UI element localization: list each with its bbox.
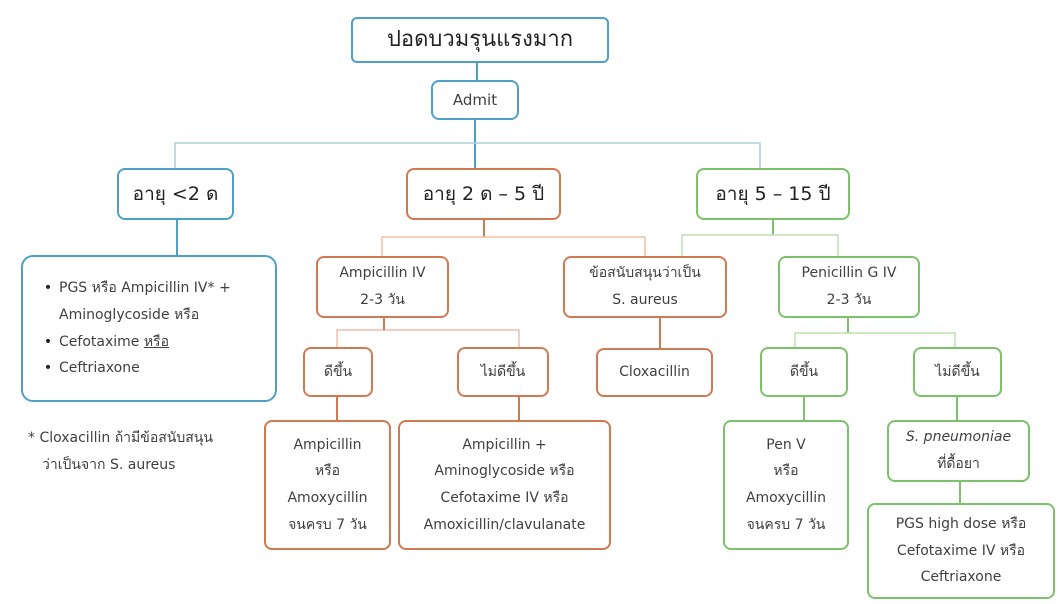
node-pgs-high-dose: PGS high dose หรือ Cefotaxime IV หรือ Ce… — [867, 503, 1055, 599]
node-better-1: ดีขึ้น — [303, 347, 373, 397]
node-pen-v-line-3: Amoxycillin — [745, 490, 827, 506]
node-amp-combo-line-1: Ampicillin + — [462, 436, 547, 453]
node-s-pneumoniae-resistant: S. pneumoniae ที่ดื้อยา — [887, 420, 1030, 482]
node-root-text: ปอดบวมรุนแรงมาก — [386, 27, 574, 53]
regimen-item-1: PGS หรือ Ampicillin IV* + — [37, 275, 231, 302]
connector-age-5-15-branch — [681, 234, 839, 256]
connector-ampicillin-branch — [336, 329, 520, 347]
node-s-pneumoniae-italic: S. pneumoniae — [905, 429, 1012, 446]
node-staph-evidence: ข้อสนับสนุนว่าเป็น S. aureus — [563, 256, 727, 318]
footnote-line-1: * Cloxacillin ถ้ามีข้อสนับสนุน — [28, 430, 213, 446]
node-age-5-15: อายุ 5 – 15 ปี — [696, 168, 850, 220]
node-amp-combo: Ampicillin + Aminoglycoside หรือ Cefotax… — [398, 420, 611, 550]
node-staph-evidence-line-1: ข้อสนับสนุนว่าเป็น — [589, 265, 701, 282]
node-pen-v-line-1: Pen V — [766, 436, 806, 453]
node-admit-text: Admit — [452, 90, 498, 109]
node-better-2-text: ดีขึ้น — [789, 363, 819, 380]
node-age-lt2: อายุ <2 ด — [117, 168, 234, 220]
node-pgs-high-line-2: Cefotaxime IV หรือ — [896, 542, 1026, 559]
node-age-5-15-text: อายุ 5 – 15 ปี — [715, 182, 831, 205]
node-ampicillin-iv-line-2: 2-3 วัน — [360, 292, 405, 308]
regimen-item-1-line-a: PGS หรือ Ampicillin IV* + — [59, 280, 231, 297]
node-better-1-text: ดีขึ้น — [323, 363, 353, 380]
node-penicillin-g: Penicillin G IV 2-3 วัน — [778, 256, 920, 318]
footnote-line-2: ว่าเป็นจาก S. aureus — [42, 456, 176, 473]
node-pen-v: Pen V หรือ Amoxycillin จนครบ 7 วัน — [723, 420, 849, 550]
node-amp-combo-line-4: Amoxicillin/clavulanate — [423, 516, 586, 533]
node-pen-v-line-2: หรือ — [773, 463, 799, 480]
regimen-item-2-underlined: หรือ — [143, 333, 169, 350]
node-penicillin-g-line-1: Penicillin G IV — [801, 265, 897, 282]
regimen-item-3-text: Ceftriaxone — [59, 360, 140, 377]
connector-admit-branch — [174, 142, 761, 168]
regimen-item-2-text: Cefotaxime — [59, 333, 144, 350]
node-s-pneumoniae-rest: ที่ดื้อยา — [937, 456, 980, 472]
node-amp-amox: Ampicillin หรือ Amoxycillin จนครบ 7 วัน — [264, 420, 391, 550]
node-amp-amox-line-4: จนครบ 7 วัน — [288, 516, 367, 533]
node-cloxacillin: Cloxacillin — [596, 348, 713, 397]
node-penicillin-g-line-2: 2-3 วัน — [826, 292, 872, 308]
node-amp-amox-line-3: Amoxycillin — [287, 490, 368, 506]
node-amp-combo-line-3: Cefotaxime IV หรือ — [440, 490, 569, 506]
node-pgs-high-line-3: Ceftriaxone — [920, 569, 1002, 586]
node-age-lt2-text: อายุ <2 ด — [132, 182, 219, 205]
node-not-better-2: ไม่ดีขึ้น — [913, 347, 1002, 397]
node-amp-combo-line-2: Aminoglycoside หรือ — [434, 463, 575, 480]
node-admit: Admit — [431, 80, 519, 120]
node-ampicillin-iv-line-1: Ampicillin IV — [339, 265, 426, 282]
node-staph-evidence-line-2: S. aureus — [612, 292, 678, 308]
node-pgs-high-line-1: PGS high dose หรือ — [895, 516, 1027, 533]
regimen-item-2: Cefotaxime หรือ — [37, 329, 169, 356]
node-pen-v-line-4: จนครบ 7 วัน — [746, 516, 826, 533]
node-age-2-5: อายุ 2 ด – 5 ปี — [406, 168, 561, 220]
connector-penicillin-branch — [794, 332, 956, 347]
node-not-better-2-text: ไม่ดีขึ้น — [935, 363, 980, 380]
node-not-better-1-text: ไม่ดีขึ้น — [480, 363, 526, 380]
footnote: * Cloxacillin ถ้ามีข้อสนับสนุน ว่าเป็นจา… — [28, 425, 213, 478]
node-infant-regimen: PGS หรือ Ampicillin IV* + Aminoglycoside… — [21, 255, 277, 402]
node-root: ปอดบวมรุนแรงมาก — [351, 17, 609, 63]
node-amp-amox-line-2: หรือ — [314, 463, 341, 480]
node-not-better-1: ไม่ดีขึ้น — [457, 347, 549, 397]
connector-age-2-5-branch — [381, 236, 646, 256]
node-cloxacillin-text: Cloxacillin — [619, 364, 690, 381]
node-age-2-5-text: อายุ 2 ด – 5 ปี — [422, 182, 545, 205]
regimen-item-3: Ceftriaxone — [37, 355, 140, 382]
regimen-item-1-line-b: Aminoglycoside หรือ — [59, 306, 200, 323]
node-amp-amox-line-1: Ampicillin — [293, 436, 362, 453]
node-better-2: ดีขึ้น — [760, 347, 848, 397]
node-ampicillin-iv: Ampicillin IV 2-3 วัน — [316, 256, 449, 318]
